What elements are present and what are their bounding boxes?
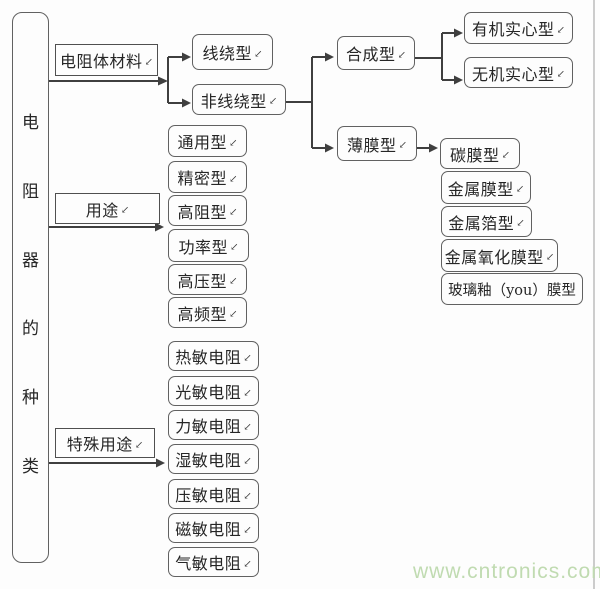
node-general-type: 通用型↙ xyxy=(168,125,247,157)
node-thin-film: 薄膜型↙ xyxy=(337,126,417,161)
node-thermistor: 热敏电阻↙ xyxy=(168,341,259,371)
watermark: www.cntronics.com xyxy=(413,560,600,583)
node-label: 光敏电阻 xyxy=(175,383,242,402)
node-wirewound: 线绕型↙ xyxy=(192,34,273,70)
root-char: 阻 xyxy=(22,181,39,202)
return-mark: ↙ xyxy=(556,24,565,36)
return-mark: ↙ xyxy=(398,140,407,151)
return-mark: ↙ xyxy=(268,96,278,107)
node-glass-glaze-film: 玻璃釉（you）膜型 xyxy=(441,273,583,305)
node-force-sensitive-resistor: 力敏电阻↙ xyxy=(168,410,259,440)
node-label: 气敏电阻 xyxy=(175,554,242,573)
return-mark: ↙ xyxy=(243,352,252,364)
node-label: 力敏电阻 xyxy=(175,417,242,436)
root-char: 类 xyxy=(22,456,39,477)
node-label: 高阻型 xyxy=(177,202,228,222)
node-label: 通用型 xyxy=(177,133,228,152)
root-char: 种 xyxy=(22,388,39,409)
node-label: 碳膜型 xyxy=(450,145,500,165)
node-label: 湿敏电阻 xyxy=(175,451,242,470)
node-composite: 合成型↙ xyxy=(337,36,415,70)
node-power-type: 功率型↙ xyxy=(168,229,249,262)
return-mark: ↙ xyxy=(243,421,252,433)
node-label: 磁敏电阻 xyxy=(175,520,242,539)
node-photoresistor: 光敏电阻↙ xyxy=(168,376,259,406)
node-label: 金属膜型 xyxy=(447,179,514,199)
branch-label-text: 用途 xyxy=(85,200,119,220)
node-magnetoresistor: 磁敏电阻↙ xyxy=(168,513,259,543)
node-metal-oxide-film: 金属氧化膜型↙ xyxy=(441,239,558,272)
branch-label-usage: 用途↙ xyxy=(55,193,160,224)
node-label: 热敏电阻 xyxy=(175,348,242,367)
return-mark: ↙ xyxy=(243,524,252,536)
node-label: 玻璃釉（you）膜型 xyxy=(448,282,576,299)
return-mark: ↙ xyxy=(230,242,239,253)
branch-label-text: 特殊用途 xyxy=(66,435,133,454)
node-varistor: 压敏电阻↙ xyxy=(168,479,259,509)
return-mark: ↙ xyxy=(243,558,252,570)
node-label: 功率型 xyxy=(178,237,229,257)
branch-label-text: 电阻体材料 xyxy=(60,52,143,71)
node-gas-sensitive-resistor: 气敏电阻↙ xyxy=(168,547,259,577)
return-mark: ↙ xyxy=(134,439,144,451)
return-mark: ↙ xyxy=(515,184,525,195)
return-mark: ↙ xyxy=(545,252,555,263)
return-mark: ↙ xyxy=(243,490,252,502)
return-mark: ↙ xyxy=(229,276,238,287)
return-mark: ↙ xyxy=(120,205,130,216)
node-label: 有机实心型 xyxy=(472,20,555,39)
node-label: 精密型 xyxy=(177,169,228,188)
node-label: 薄膜型 xyxy=(347,135,397,155)
node-high-resistance-type: 高阻型↙ xyxy=(168,195,247,226)
node-metal-foil: 金属箔型↙ xyxy=(441,206,532,237)
return-mark: ↙ xyxy=(229,173,238,185)
root-char: 的 xyxy=(22,319,39,340)
node-label: 线绕型 xyxy=(202,44,253,63)
return-mark: ↙ xyxy=(229,137,238,149)
branch-label-special: 特殊用途↙ xyxy=(55,428,155,458)
node-metal-film: 金属膜型↙ xyxy=(441,171,531,204)
root-char: 器 xyxy=(22,250,39,271)
return-mark: ↙ xyxy=(556,69,565,80)
node-high-frequency-type: 高频型↙ xyxy=(168,297,247,328)
node-organic-solid: 有机实心型↙ xyxy=(464,12,573,44)
root-char: 电 xyxy=(22,113,39,133)
node-precision-type: 精密型↙ xyxy=(168,161,247,193)
node-high-voltage-type: 高压型↙ xyxy=(168,264,247,295)
return-mark: ↙ xyxy=(516,218,525,229)
node-label: 合成型 xyxy=(346,45,396,64)
node-label: 无机实心型 xyxy=(472,64,555,84)
branch-label-material: 电阻体材料↙ xyxy=(55,44,158,76)
return-mark: ↙ xyxy=(243,387,252,399)
node-inorganic-solid: 无机实心型↙ xyxy=(464,57,573,88)
node-label: 金属氧化膜型 xyxy=(444,247,544,267)
return-mark: ↙ xyxy=(144,56,153,68)
return-mark: ↙ xyxy=(397,49,406,61)
return-mark: ↙ xyxy=(243,455,252,467)
node-label: 高压型 xyxy=(177,271,228,291)
node-label: 压敏电阻 xyxy=(175,486,242,505)
node-non-wirewound: 非线绕型↙ xyxy=(192,84,286,115)
node-label: 高频型 xyxy=(177,304,228,324)
return-mark: ↙ xyxy=(229,207,238,218)
return-mark: ↙ xyxy=(254,48,263,60)
node-label: 金属箔型 xyxy=(448,213,515,233)
node-carbon-film: 碳膜型↙ xyxy=(440,138,520,169)
root-node-resistor-types: 电 阻 器 的 种 类 xyxy=(12,12,49,563)
node-humidity-sensitive-resistor: 湿敏电阻↙ xyxy=(168,444,259,474)
return-mark: ↙ xyxy=(229,309,238,320)
node-label: 非线绕型 xyxy=(200,91,267,111)
arrowheads xyxy=(155,28,463,468)
return-mark: ↙ xyxy=(501,150,510,161)
page-edge-line xyxy=(593,0,595,589)
